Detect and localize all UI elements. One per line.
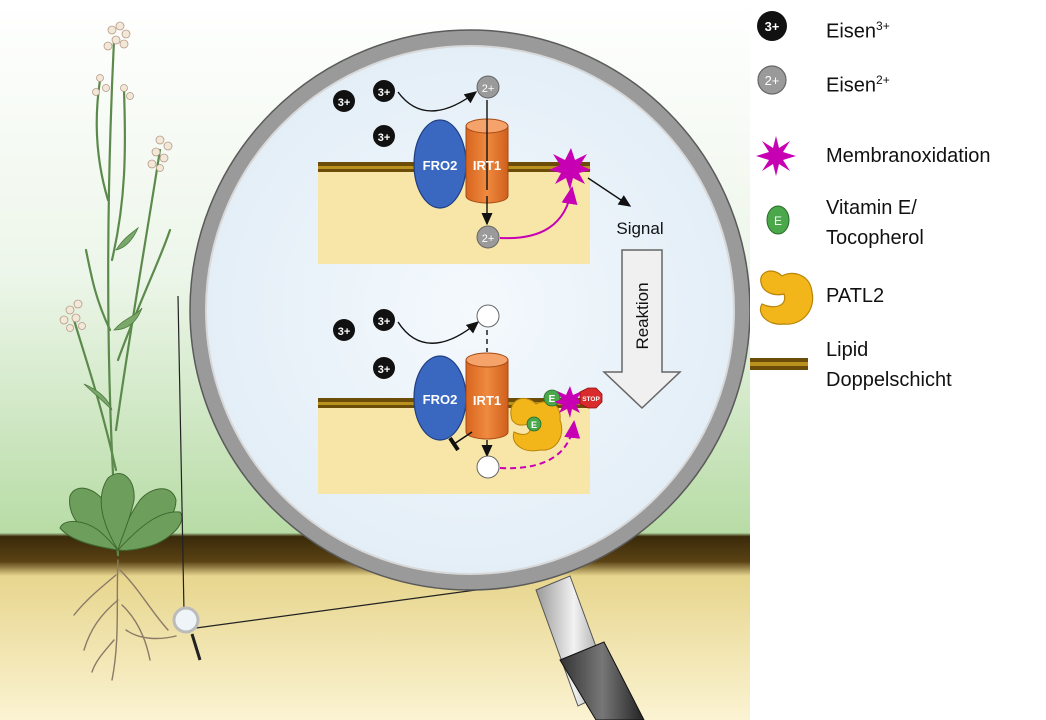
legend-patl2-label: PATL2 (826, 285, 885, 307)
top-iron3-ion-1: 3+ (333, 90, 355, 112)
top-oxidation-arrow (499, 186, 578, 240)
svg-text:3+: 3+ (378, 132, 391, 144)
vitamin-e-icon: E (766, 205, 790, 235)
small-magnifier-lens (172, 606, 200, 634)
legend-item-membrane-oxidation: Membranoxidation (750, 134, 1046, 176)
bottom-membrane-oxidation-star (554, 386, 585, 418)
legend-item-patl2: PATL2 (750, 264, 1046, 330)
small-magnifier-handle (190, 633, 202, 661)
top-irt1-transporter: IRT1 (465, 100, 509, 204)
svg-text:3+: 3+ (378, 364, 391, 376)
legend-lipid-label-line2: Doppelschicht (826, 369, 952, 391)
rosette-leaves (59, 473, 183, 552)
iron3-icon: 3+ (757, 11, 787, 41)
svg-text:3+: 3+ (378, 87, 391, 99)
bottom-oxidation-arrow-dashed (499, 420, 581, 470)
legend-iron3-label: Eisen (826, 20, 877, 43)
stop-sign: STOP (579, 387, 603, 409)
legend: 3+ Eisen3+ 2+ Eisen2+ Membranoxidation E… (750, 0, 1046, 720)
bottom-iron3-ion-1: 3+ (333, 319, 355, 341)
reaktion-label: Reaktion (633, 282, 652, 349)
top-iron3-ion-3: 3+ (373, 125, 395, 147)
legend-iron3-sup: 3+ (876, 19, 890, 33)
svg-text:3+: 3+ (765, 19, 780, 34)
top-reduction-arrow (397, 91, 478, 112)
svg-text:E: E (774, 214, 782, 228)
legend-iron2-sup: 2+ (876, 73, 890, 87)
lens-content: FRO2 IRT1 3+ 3+ 3+ (318, 75, 682, 494)
bottom-fro2-label: FRO2 (423, 392, 458, 407)
magnifier-handle (535, 575, 645, 720)
top-fro2-label: FRO2 (423, 158, 458, 173)
legend-item-iron2: 2+ Eisen2+ (750, 62, 1046, 98)
bottom-irt1-transporter: IRT1 (465, 352, 509, 440)
svg-text:3+: 3+ (378, 316, 391, 328)
plant-iron-uptake-scene: FRO2 IRT1 3+ 3+ 3+ (0, 0, 750, 720)
svg-text:2+: 2+ (482, 233, 495, 245)
svg-text:E: E (531, 420, 537, 430)
lipid-bilayer-icon (750, 358, 808, 370)
legend-membrane-oxidation-label: Membranoxidation (826, 145, 991, 167)
legend-item-vitamin-e: E Vitamin E/ Tocopherol (750, 196, 1046, 252)
plant-roots (73, 559, 177, 681)
top-iron3-ion-2: 3+ (373, 80, 395, 102)
patl2-icon (759, 270, 814, 325)
iron2-icon: 2+ (757, 65, 787, 95)
svg-text:2+: 2+ (482, 83, 495, 95)
cauline-leaves (83, 226, 143, 411)
signal-arrow (587, 177, 632, 207)
bottom-panel: FRO2 IRT1 3+ 3+ 3+ (318, 304, 603, 494)
legend-lipid-label-line1: Lipid (826, 339, 869, 361)
root-zoom-indicator (172, 295, 521, 661)
bottom-iron-ion-empty-inside (476, 455, 500, 479)
flower-clusters (59, 21, 173, 332)
signal-label: Signal (616, 219, 663, 238)
legend-iron2-label: Eisen (826, 74, 877, 97)
magnifier-rim (190, 30, 750, 590)
bottom-reduction-arrow (397, 321, 480, 344)
top-panel: FRO2 IRT1 3+ 3+ 3+ (318, 75, 632, 264)
bottom-irt1-label: IRT1 (473, 393, 501, 408)
bottom-iron3-ion-2: 3+ (373, 309, 395, 331)
top-iron2-ion-inside: 2+ (476, 225, 500, 249)
inhibition-bar (448, 436, 460, 452)
top-irt1-label: IRT1 (473, 158, 501, 173)
bottom-iron3-ion-3: 3+ (373, 357, 395, 379)
membrane-oxidation-star-icon (756, 136, 796, 176)
svg-text:2+: 2+ (765, 73, 780, 88)
legend-item-lipid-bilayer: Lipid Doppelschicht (750, 336, 1046, 396)
svg-text:3+: 3+ (338, 97, 351, 109)
top-iron2-ion-outside: 2+ (476, 75, 500, 99)
arabidopsis-plant (59, 21, 183, 681)
legend-item-iron3: 3+ Eisen3+ (750, 8, 1046, 44)
bottom-patl2-vitamin-e: E (526, 416, 542, 432)
top-membrane-oxidation-star (549, 148, 591, 190)
reaktion-arrow: Reaktion (602, 249, 682, 410)
svg-text:STOP: STOP (582, 396, 600, 403)
svg-text:3+: 3+ (338, 326, 351, 338)
legend-vitamin-e-label-line2: Tocopherol (826, 227, 924, 249)
bottom-iron-ion-empty-outside (476, 304, 500, 328)
legend-vitamin-e-label-line1: Vitamin E/ (826, 197, 917, 219)
svg-text:E: E (549, 394, 556, 405)
bottom-membrane-vitamin-e: E (543, 389, 561, 407)
